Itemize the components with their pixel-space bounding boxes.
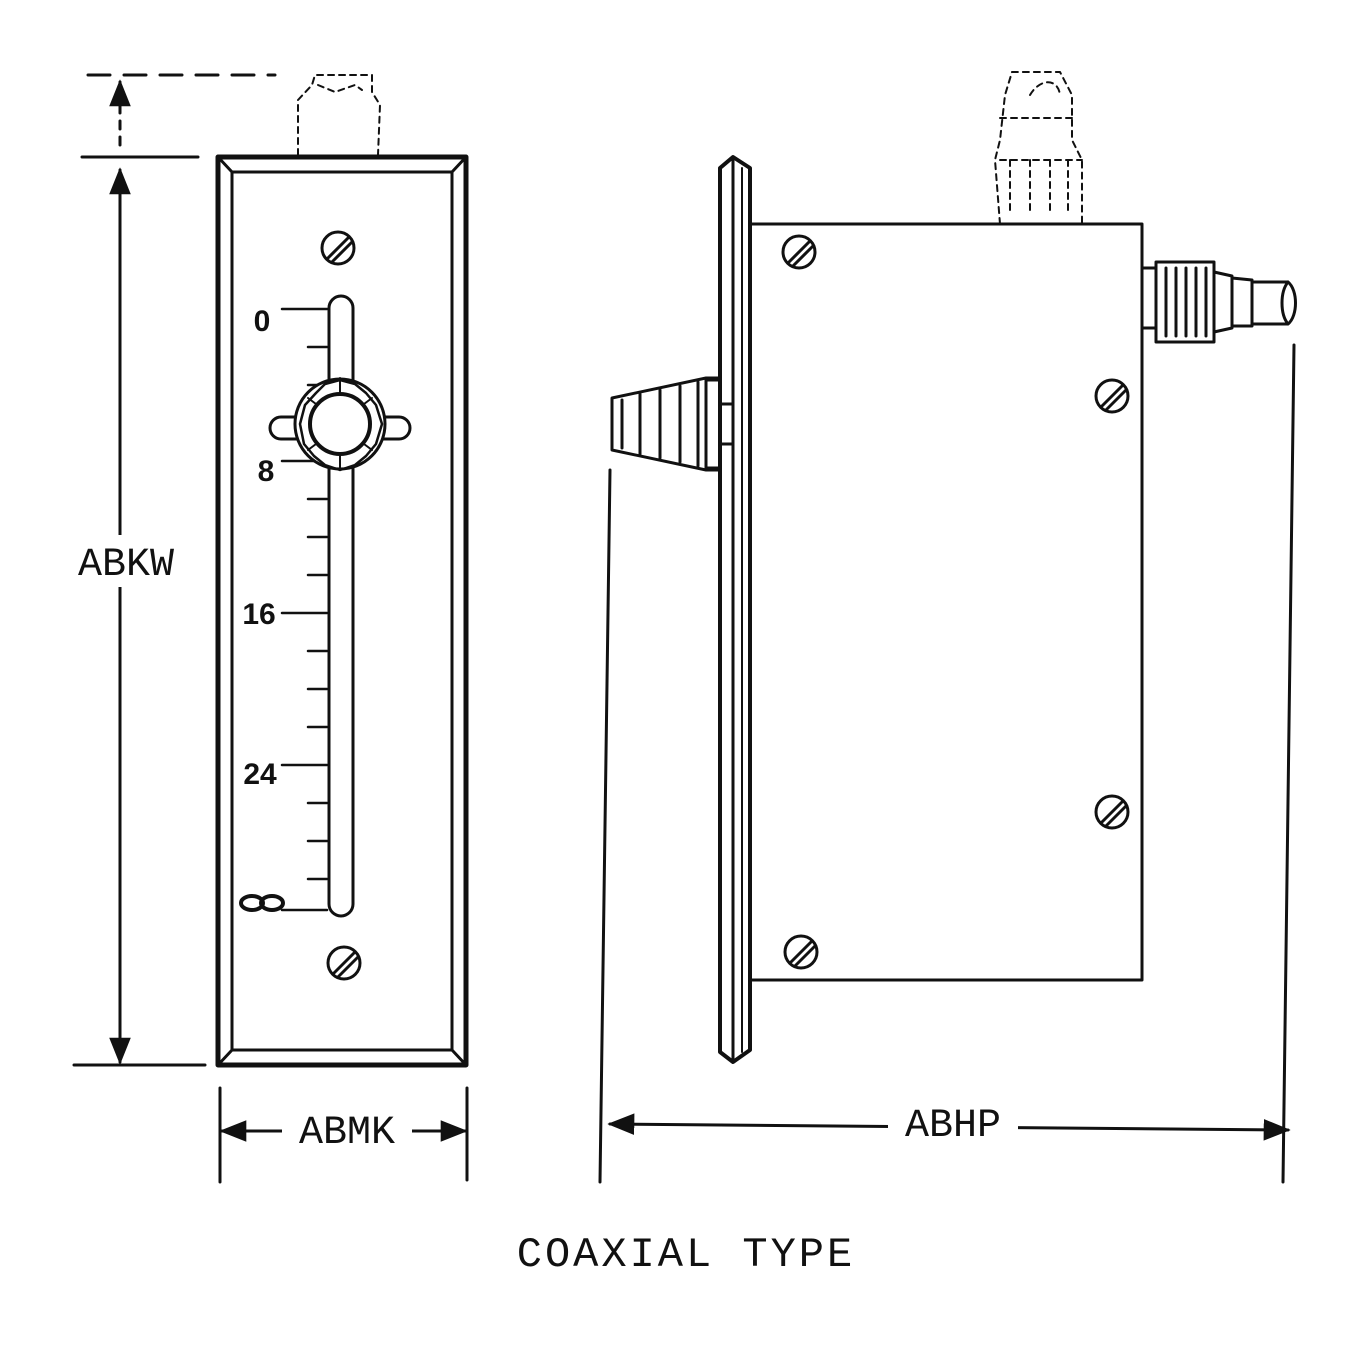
scale-label-0: 0 <box>254 305 271 338</box>
scale-ticks <box>280 307 329 912</box>
dashed-connector-outline-front <box>297 74 381 156</box>
dimension-lines <box>72 79 1296 1184</box>
front-plate-bevel <box>230 170 454 1052</box>
attenuator-body <box>748 222 1144 982</box>
front-top-screw-icon <box>320 230 356 266</box>
slider-knob <box>268 377 412 472</box>
depth-dimension-label: ABHP <box>905 1104 1001 1149</box>
scale-label-8: 8 <box>258 455 275 488</box>
scale-label-24: 24 <box>243 758 277 791</box>
body-screw-right-upper-icon <box>1094 378 1130 414</box>
side-faceplate <box>718 155 752 1064</box>
side-view <box>610 71 1297 1064</box>
coaxial-connector-right <box>1140 260 1297 344</box>
body-screw-right-lower-icon <box>1094 794 1130 830</box>
body-screw-top-left-icon <box>781 234 817 270</box>
front-plate-outer <box>215 154 469 1068</box>
front-bottom-screw-icon <box>326 945 362 981</box>
scale-label-16: 16 <box>242 598 275 631</box>
body-screw-bottom-left-icon <box>783 934 819 970</box>
diagram-caption: COAXIAL TYPE <box>517 1231 855 1279</box>
infinity-symbol-icon <box>239 894 285 912</box>
slider-slot <box>327 294 355 918</box>
height-dimension-label: ABKW <box>78 543 174 588</box>
control-knob <box>610 376 735 472</box>
width-dimension-label: ABMK <box>299 1111 395 1156</box>
front-view <box>86 73 469 1068</box>
dashed-connector-outline-side <box>994 71 1083 225</box>
